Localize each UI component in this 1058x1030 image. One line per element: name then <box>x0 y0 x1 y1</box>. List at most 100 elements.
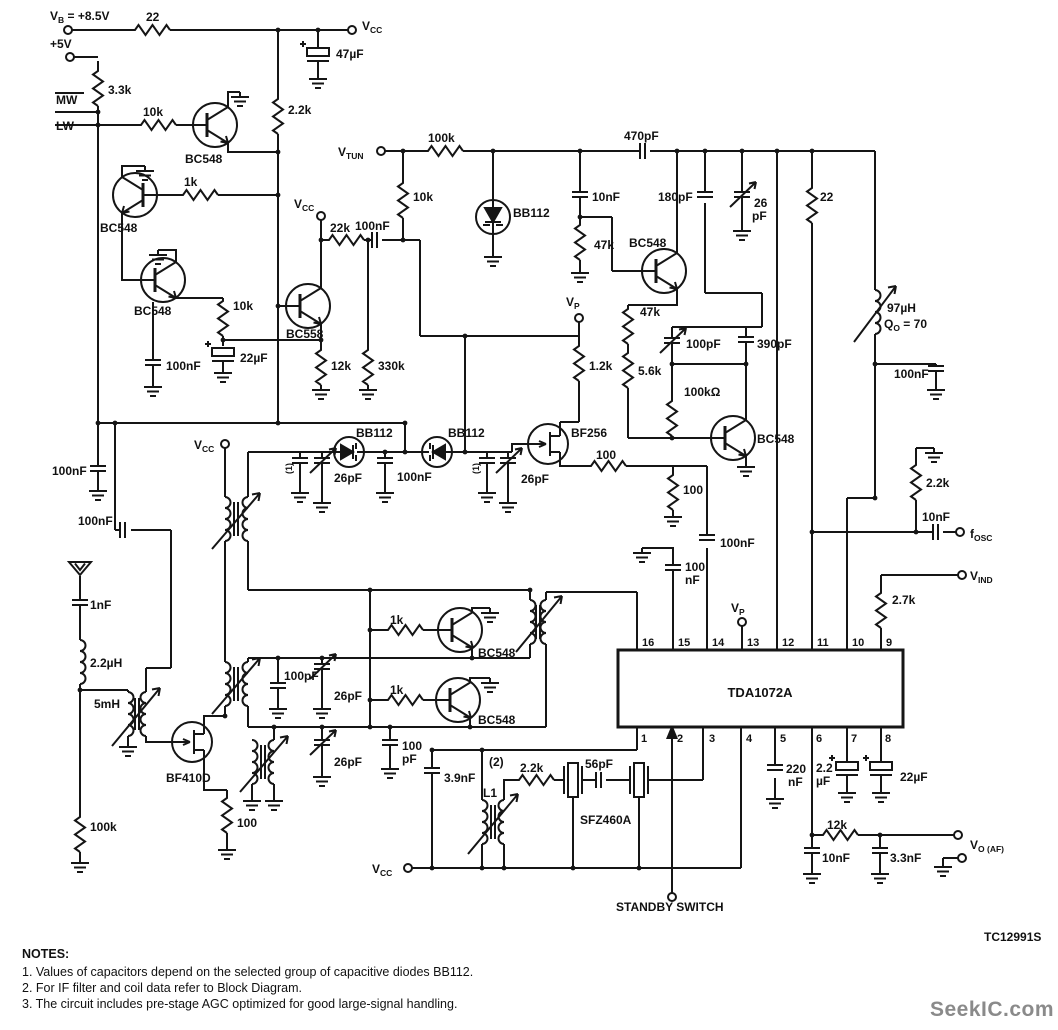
label-q10-bf256: BF256 <box>571 426 607 440</box>
label-q8: BC548 <box>478 713 516 727</box>
capacitor-22uF-b <box>862 754 893 776</box>
label-c1nF: 1nF <box>90 598 111 612</box>
label-r100k-c: 100k <box>90 820 117 834</box>
resistor-100-a <box>587 460 627 472</box>
label-c390pF: 390pF <box>757 337 792 351</box>
label-c22uF-b: 22µF <box>900 770 928 784</box>
label-r1k-c: 1k <box>390 683 404 697</box>
transistor-bc548-q5 <box>640 247 688 295</box>
notes-heading: NOTES: <box>22 947 70 961</box>
capacitor-10nF-b <box>932 523 939 541</box>
if-transformer2-secondary <box>241 661 249 707</box>
label-r12k-a: 12k <box>331 359 351 373</box>
pin-15: 15 <box>678 637 690 649</box>
drawing-id: TC12991S <box>984 930 1041 944</box>
label-q3: BC548 <box>134 304 172 318</box>
capacitor-100nF-b <box>371 231 378 249</box>
resistor-2.7k <box>875 589 887 629</box>
resistor-12k-a <box>315 346 327 386</box>
pin-11: 11 <box>817 637 829 649</box>
label-r47k-b: 47k <box>640 305 660 319</box>
label-standby-switch: STANDBY SWITCH <box>616 900 724 914</box>
fet-bf256 <box>527 423 569 465</box>
transistor-bc548-q1 <box>191 101 239 149</box>
label-c2.2uF-1: 2.2 <box>816 761 833 775</box>
label-r10k-b: 10k <box>233 299 253 313</box>
label-q2: BC548 <box>100 221 138 235</box>
transistor-bc558-q4 <box>284 282 332 330</box>
label-bb112-right: BB112 <box>448 426 485 440</box>
capacitor-2.2uF <box>828 754 859 776</box>
label-sfz460a: SFZ460A <box>580 813 632 827</box>
capacitor-group1-fixed-a <box>291 457 309 464</box>
label-c26pF-a2: pF <box>752 209 767 223</box>
pin-9: 9 <box>886 637 892 649</box>
terminal-vcc-if <box>220 439 230 449</box>
capacitor-100nF-a <box>144 359 162 366</box>
pin-4: 4 <box>746 733 753 745</box>
coil-2.2uH <box>79 639 87 685</box>
label-c180pF: 180pF <box>658 190 693 204</box>
capacitor-100pF-b <box>269 682 287 689</box>
label-c26pF-a1: 26 <box>754 196 768 210</box>
resistor-100kohm <box>666 397 678 437</box>
label-r1.2k: 1.2k <box>589 359 613 373</box>
terminal-vcc-top <box>347 25 357 35</box>
capacitor-390pF <box>737 336 755 343</box>
varactor-bb112-right <box>421 436 453 468</box>
label-note1-ref-b: (1) <box>471 463 481 474</box>
transistor-bc548-q3 <box>139 256 187 304</box>
junction-dots <box>77 27 919 871</box>
wiring-if-filter-output <box>412 547 958 893</box>
pin-8: 8 <box>885 733 891 745</box>
label-c10nF-c: 10nF <box>822 851 850 865</box>
capacitor-100nF-c <box>89 465 107 472</box>
label-r2.2k-a: 2.2k <box>288 103 312 117</box>
resistor-100k-a <box>424 145 464 157</box>
label-r47k-a: 47k <box>594 238 614 252</box>
label-c100nF-g: 100nF <box>894 367 929 381</box>
notes-block: NOTES: 1. Values of capacitors depend on… <box>22 946 662 1012</box>
transistor-bc548-q8 <box>434 676 482 724</box>
label-r1k-b: 1k <box>390 613 404 627</box>
pin-12: 12 <box>782 637 794 649</box>
coil-97uH <box>874 289 882 335</box>
label-r3.3k: 3.3k <box>108 83 132 97</box>
capacitor-100nF-f <box>119 521 126 539</box>
label-c22uF-a: 22µF <box>240 351 268 365</box>
label-r1k-a: 1k <box>184 175 198 189</box>
label-c100pF-c1: 100 <box>402 739 422 753</box>
transistor-bc548-q7 <box>436 606 484 654</box>
label-c100pF-b: 100pF <box>284 669 319 683</box>
label-c220nF-1: 220 <box>786 762 806 776</box>
label-c100nF-f: 100nF <box>78 514 113 528</box>
label-c100nF-b: 100nF <box>355 219 390 233</box>
capacitor-100nF-pin15 <box>664 564 682 571</box>
label-q7: BC548 <box>478 646 516 660</box>
resistor-2.2k-c <box>515 774 555 786</box>
label-l5mH: 5mH <box>94 697 120 711</box>
terminal-vcc-mid <box>316 211 326 221</box>
varactor-bb112-top <box>475 199 511 235</box>
label-ic-tda1072a: TDA1072A <box>727 685 793 700</box>
label-lw: LW <box>56 119 75 133</box>
label-vp-2: VP <box>731 601 745 617</box>
capacitor-470pF <box>639 142 646 160</box>
label-bb112-left: BB112 <box>356 426 393 440</box>
label-q1: BC548 <box>185 152 223 166</box>
terminal-vp-2 <box>737 617 747 627</box>
label-r10k-c: 10k <box>413 190 433 204</box>
resistor-2.2k-a <box>272 95 284 135</box>
label-vp-1: VP <box>566 295 580 311</box>
resistor-5.6k <box>622 349 634 389</box>
label-mw: MW <box>56 93 78 107</box>
terminal-vcc-bottom <box>403 863 413 873</box>
label-c47uF: 47µF <box>336 47 364 61</box>
capacitor-3.3nF <box>871 847 889 854</box>
capacitor-3.9nF <box>423 767 441 774</box>
label-c10nF-a: 10nF <box>592 190 620 204</box>
resistor-100-c <box>221 794 233 834</box>
capacitor-180pF <box>696 191 714 198</box>
label-r22k: 22k <box>330 221 350 235</box>
fet-bf410d <box>171 721 213 763</box>
